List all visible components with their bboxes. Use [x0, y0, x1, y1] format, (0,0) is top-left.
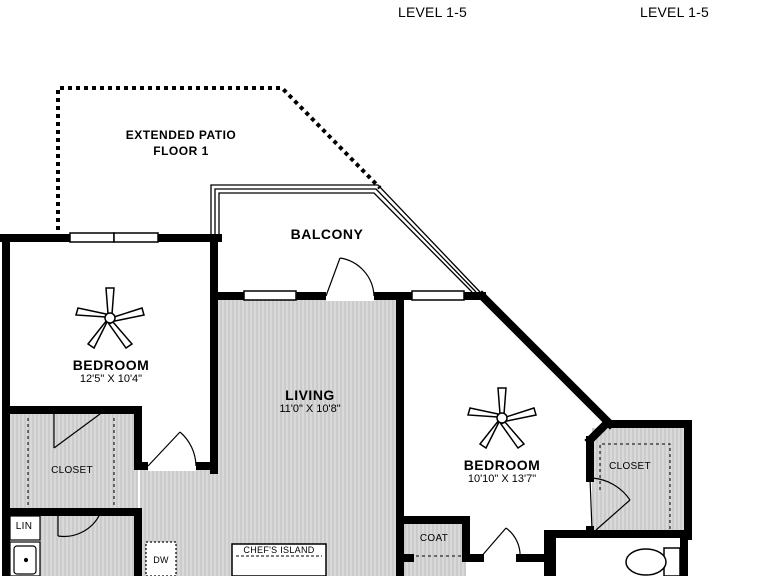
door-swing-icon [53, 257, 631, 559]
closet-right-floor [592, 428, 684, 532]
wall-gaps [148, 291, 374, 471]
closet-left-floor [8, 414, 138, 576]
bedroom-left-size: 12'5" X 10'4" [79, 373, 143, 385]
dishwasher [145, 541, 177, 577]
balcony-railing [210, 184, 481, 293]
chefs-island-label: CHEF'S ISLAND [243, 545, 315, 555]
coat-label: COAT [419, 533, 449, 544]
level-label: LEVEL 1-5 [640, 4, 709, 20]
living-floor [140, 298, 398, 576]
linen-label: LIN [15, 521, 33, 532]
dishwasher-label: DW [153, 555, 169, 565]
closet-left-label: CLOSET [51, 465, 93, 476]
living-label: LIVING [285, 387, 335, 403]
bedroom-left-label: BEDROOM [72, 357, 150, 373]
window-icon [69, 232, 465, 301]
balcony-label: BALCONY [290, 226, 364, 242]
ceiling-fan-icon [467, 387, 537, 450]
closet-right-label: CLOSET [609, 461, 651, 472]
closet-rods [27, 418, 671, 557]
coat-floor [404, 522, 466, 576]
linen-cabinet [9, 515, 41, 541]
patio-title: EXTENDED PATIO [125, 128, 237, 142]
patio-subtitle: FLOOR 1 [153, 144, 209, 158]
ceiling-fan-icon [75, 287, 145, 350]
toilet-icon [625, 547, 681, 577]
bedroom-right-size: 10'10" X 13'7" [467, 473, 537, 485]
level-label: LEVEL 1-5 [398, 4, 467, 20]
sink-icon [9, 541, 41, 577]
extended-patio-outline [56, 86, 382, 238]
living-size: 11'0" X 10'8" [279, 403, 341, 415]
bedroom-right-label: BEDROOM [463, 457, 541, 473]
